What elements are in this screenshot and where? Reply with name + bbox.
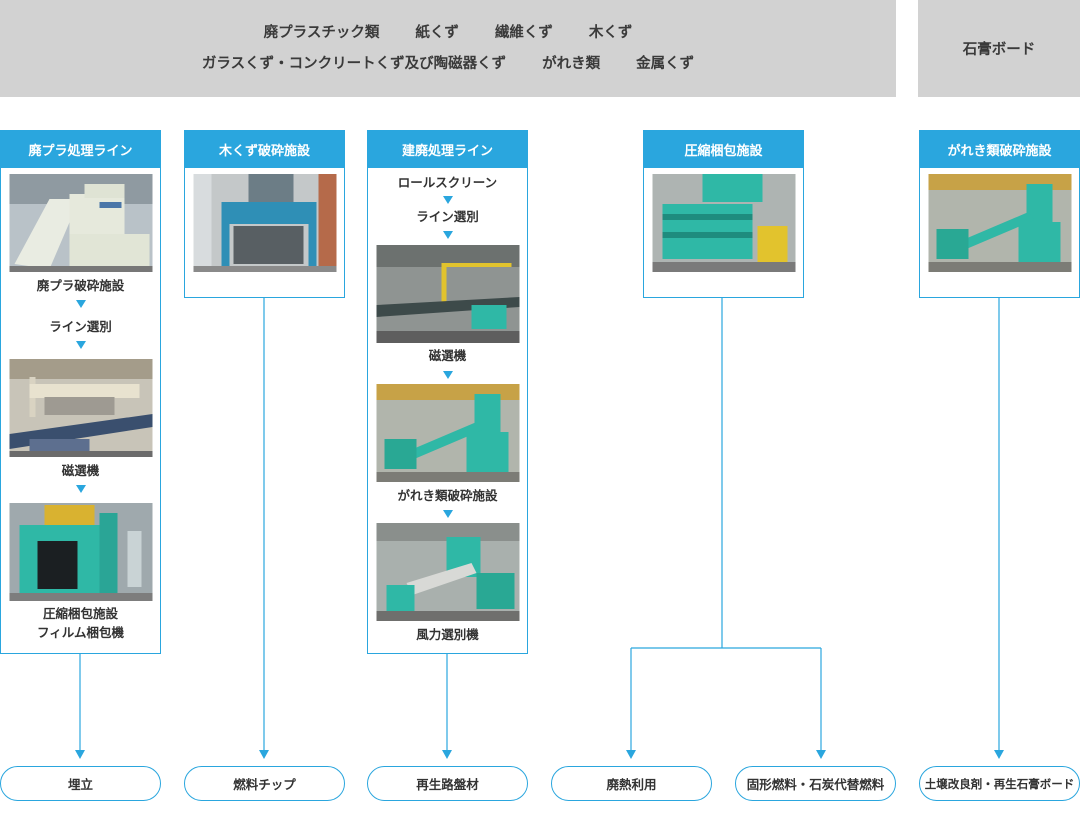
- flow-arrow: [259, 750, 269, 759]
- down-arrow-icon: [75, 485, 86, 493]
- materials-row-1: 廃プラスチック類 紙くず 繊維くず 木くず: [0, 21, 896, 42]
- construction-step-rubble: がれき類破砕施設: [397, 488, 498, 503]
- plastic-line-title: 廃プラ処理ライン: [1, 131, 160, 168]
- flow-arrow: [626, 750, 636, 759]
- construction-wind-photo: [376, 523, 519, 621]
- construction-step-roll-screen: ロールスクリーン: [397, 175, 498, 190]
- flow-arrow: [994, 750, 1004, 759]
- plastic-shredder-photo: [9, 174, 152, 272]
- output-landfill: 埋立: [0, 766, 161, 801]
- gypsum-band: 石膏ボード: [918, 0, 1080, 97]
- down-arrow-icon: [75, 341, 86, 349]
- rubble-shredder-box: がれき類破砕施設: [919, 130, 1080, 298]
- material-label: 紙くず: [415, 25, 459, 41]
- baling-photo: [652, 174, 795, 272]
- plastic-step-baler-line2: フィルム梱包機: [36, 625, 124, 640]
- output-roadbed: 再生路盤材: [367, 766, 528, 801]
- flow-arrow: [75, 750, 85, 759]
- down-arrow-icon: [442, 231, 453, 239]
- wood-shredder-photo: [193, 174, 336, 272]
- material-label: 金属くず: [636, 56, 695, 72]
- construction-step-magnet: 磁選機: [428, 348, 467, 363]
- rubble-shredder-title: がれき類破砕施設: [920, 131, 1079, 168]
- flow-arrow: [816, 750, 826, 759]
- plastic-baler-photo: [9, 503, 152, 601]
- construction-step-sorting: ライン選別: [416, 209, 479, 224]
- construction-magnet-photo: [376, 245, 519, 343]
- plastic-magnet-photo: [9, 359, 152, 457]
- construction-rubble-photo: [376, 384, 519, 482]
- down-arrow-icon: [442, 196, 453, 204]
- plastic-line-box: 廃プラ処理ライン 廃プラ破砕施設 ライン選別 磁選機: [0, 130, 161, 654]
- material-label: 繊維くず: [494, 25, 553, 41]
- flow-arrow: [442, 750, 452, 759]
- construction-line-title: 建廃処理ライン: [368, 131, 527, 168]
- output-soil-gypsum: 土壌改良剤・再生石膏ボード: [919, 766, 1080, 801]
- material-label: がれき類: [542, 56, 601, 72]
- down-arrow-icon: [442, 510, 453, 518]
- material-label: ガラスくず・コンクリートくず及び陶磁器くず: [201, 56, 507, 72]
- down-arrow-icon: [442, 371, 453, 379]
- construction-line-box: 建廃処理ライン ロールスクリーン ライン選別 磁選機 がれき類破砕施設: [367, 130, 528, 654]
- baling-title: 圧縮梱包施設: [644, 131, 803, 168]
- wood-shredder-box: 木くず破砕施設: [184, 130, 345, 298]
- output-solid-fuel: 固形燃料・石炭代替燃料: [735, 766, 896, 801]
- material-label: 木くず: [588, 25, 633, 41]
- plastic-step-baler-line1: 圧縮梱包施設: [42, 606, 118, 621]
- plastic-step-sorting: ライン選別: [49, 319, 112, 334]
- output-waste-heat: 廃熱利用: [551, 766, 712, 801]
- plastic-step-baler: 圧縮梱包施設 フィルム梱包機: [1, 604, 160, 642]
- materials-band: 廃プラスチック類 紙くず 繊維くず 木くず ガラスくず・コンクリートくず及び陶磁…: [0, 0, 896, 97]
- output-fuel-chips: 燃料チップ: [184, 766, 345, 801]
- down-arrow-icon: [75, 300, 86, 308]
- gypsum-label: 石膏ボード: [962, 42, 1036, 58]
- wood-shredder-title: 木くず破砕施設: [185, 131, 344, 168]
- rubble-shredder-photo: [928, 174, 1071, 272]
- material-label: 廃プラスチック類: [263, 25, 380, 41]
- plastic-step-shredder: 廃プラ破砕施設: [36, 278, 125, 293]
- materials-row-2: ガラスくず・コンクリートくず及び陶磁器くず がれき類 金属くず: [0, 52, 896, 73]
- baling-box: 圧縮梱包施設: [643, 130, 804, 298]
- construction-step-wind: 風力選別機: [416, 627, 479, 642]
- plastic-step-magnet: 磁選機: [61, 463, 100, 478]
